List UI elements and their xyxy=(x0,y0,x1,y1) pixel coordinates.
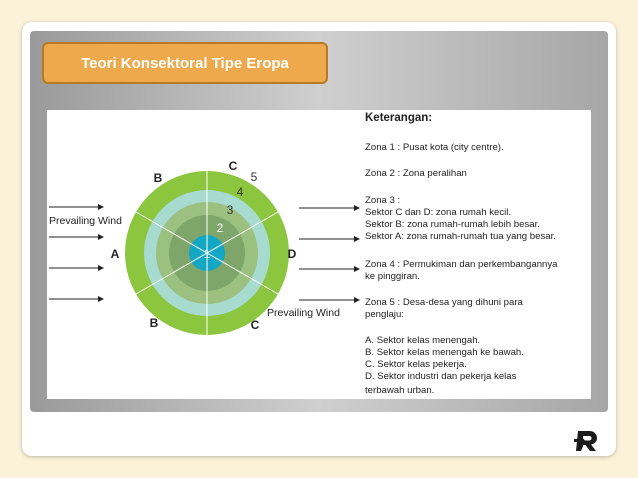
sector-dividers xyxy=(135,171,279,335)
wind-label-right: Prevailing Wind xyxy=(267,307,340,319)
diagram-figure: 1 2 3 4 5 B C D A B C Prevailing Wind Pr… xyxy=(47,110,591,399)
zone-2-label: 2 xyxy=(217,221,224,235)
legend-sector-a: A. Sektor kelas menengah. xyxy=(365,335,481,346)
title-banner: Teori Konsektoral Tipe Eropa xyxy=(42,42,328,84)
legend-title: Keterangan: xyxy=(365,112,433,124)
legend-zone-3-a: Sektor A: zona rumah-rumah tua yang besa… xyxy=(365,231,556,242)
legend-zone-2: Zona 2 : Zona peralihan xyxy=(365,168,467,179)
legend-zone-3: Zona 3 : xyxy=(365,195,401,206)
concentric-sector-diagram: 1 2 3 4 5 B C D A B C Prevailing Wind Pr… xyxy=(49,159,360,335)
sector-label-a: A xyxy=(111,247,120,261)
legend-sector-b: B. Sektor kelas menengah ke bawah. xyxy=(365,347,524,358)
sector-label-b-bottom: B xyxy=(150,316,159,330)
legend-sector-d-cont: terbawah urban. xyxy=(365,385,435,396)
page-title: Teori Konsektoral Tipe Eropa xyxy=(81,54,289,72)
r-arrow-logo-icon xyxy=(574,431,597,451)
legend-panel: Keterangan: Zona 1 : Pusat kota (city ce… xyxy=(365,110,591,399)
legend-zone-4-cont: ke pinggiran. xyxy=(365,271,420,282)
legend-zone-3-b: Sektor B: zona rumah-rumah lebih besar. xyxy=(365,219,540,230)
zone-5-label: 5 xyxy=(251,170,258,184)
wind-label-left: Prevailing Wind xyxy=(49,215,122,227)
legend-sector-c: C. Sektor kelas pekerja. xyxy=(365,359,467,370)
legend-sector-d: D. Sektor industri dan pekerja kelas xyxy=(365,371,517,382)
sector-label-d: D xyxy=(288,247,297,261)
legend-zone-1: Zona 1 : Pusat kota (city centre). xyxy=(365,142,504,153)
sector-label-b-top: B xyxy=(154,171,163,185)
legend-zone-3-cd: Sektor C dan D: zona rumah kecil. xyxy=(365,207,512,218)
sector-label-c-top: C xyxy=(229,159,238,173)
zone-1-label: 1 xyxy=(204,247,211,261)
legend-zone-5-cont: penglaju: xyxy=(365,309,404,320)
zone-3-label: 3 xyxy=(227,203,234,217)
left-wind-arrows xyxy=(49,204,104,302)
zone-4-label: 4 xyxy=(237,185,244,199)
legend-zone-5: Zona 5 : Desa-desa yang dihuni para xyxy=(365,297,523,308)
sector-label-c-bottom: C xyxy=(251,318,260,332)
legend-zone-4: Zona 4 : Permukiman dan perkembangannya xyxy=(365,259,558,270)
right-wind-arrows xyxy=(299,205,360,303)
